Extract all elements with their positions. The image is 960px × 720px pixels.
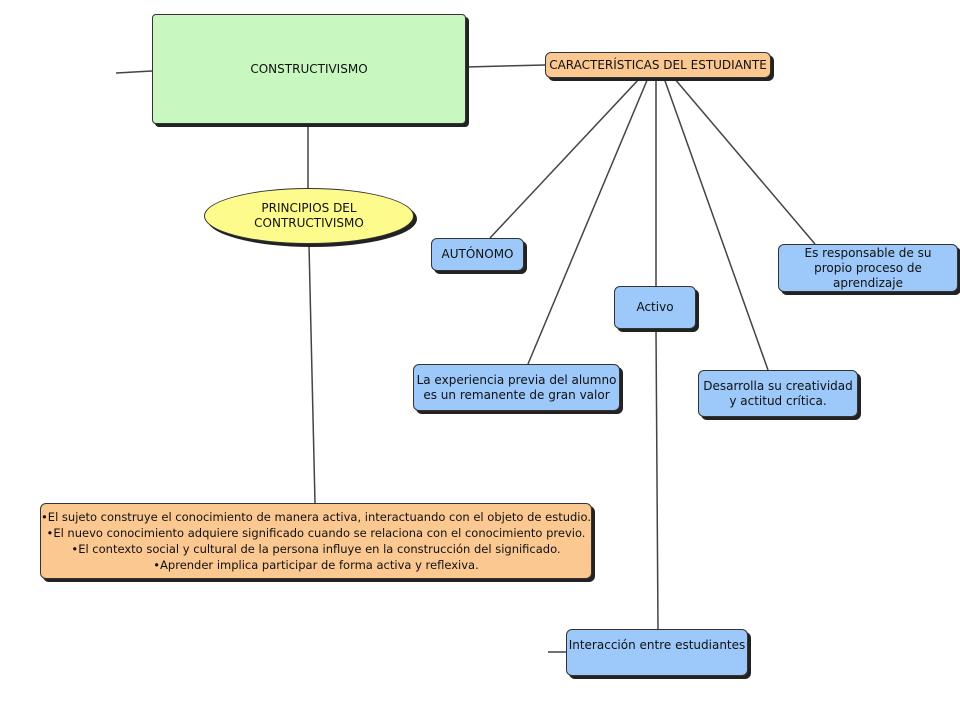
- connector-left-stub: [115, 70, 153, 74]
- connector-caract-creatividad: [663, 77, 769, 371]
- connector-caract-experiencia: [527, 77, 649, 365]
- connector-caract-responsable: [673, 77, 816, 245]
- connector-caract-autonomo: [489, 77, 641, 239]
- node-principios-lista: •El sujeto construye el conocimiento de …: [40, 503, 592, 579]
- connector-constructivismo-caracteristicas: [465, 64, 546, 68]
- node-autonomo: AUTÓNOMO: [431, 238, 524, 271]
- node-experiencia-previa: La experiencia previa del alumno es un r…: [413, 364, 620, 411]
- node-principios-constructivismo: PRINCIPIOS DEL CONTRUCTIVISMO: [204, 188, 414, 244]
- node-creatividad: Desarrolla su creatividad y actitud crít…: [698, 370, 858, 417]
- node-activo: Activo: [614, 286, 696, 329]
- node-interaccion-estudiantes: Interacción entre estudiantes: [566, 629, 748, 676]
- node-constructivismo: CONSTRUCTIVISMO: [152, 14, 466, 124]
- node-caracteristicas-estudiante: CARACTERÍSTICAS DEL ESTUDIANTE: [545, 52, 771, 78]
- node-responsable: Es responsable de su propio proceso de a…: [778, 244, 958, 292]
- connector-principios-lista: [308, 244, 316, 504]
- connector-activo-interaccion: [655, 329, 659, 630]
